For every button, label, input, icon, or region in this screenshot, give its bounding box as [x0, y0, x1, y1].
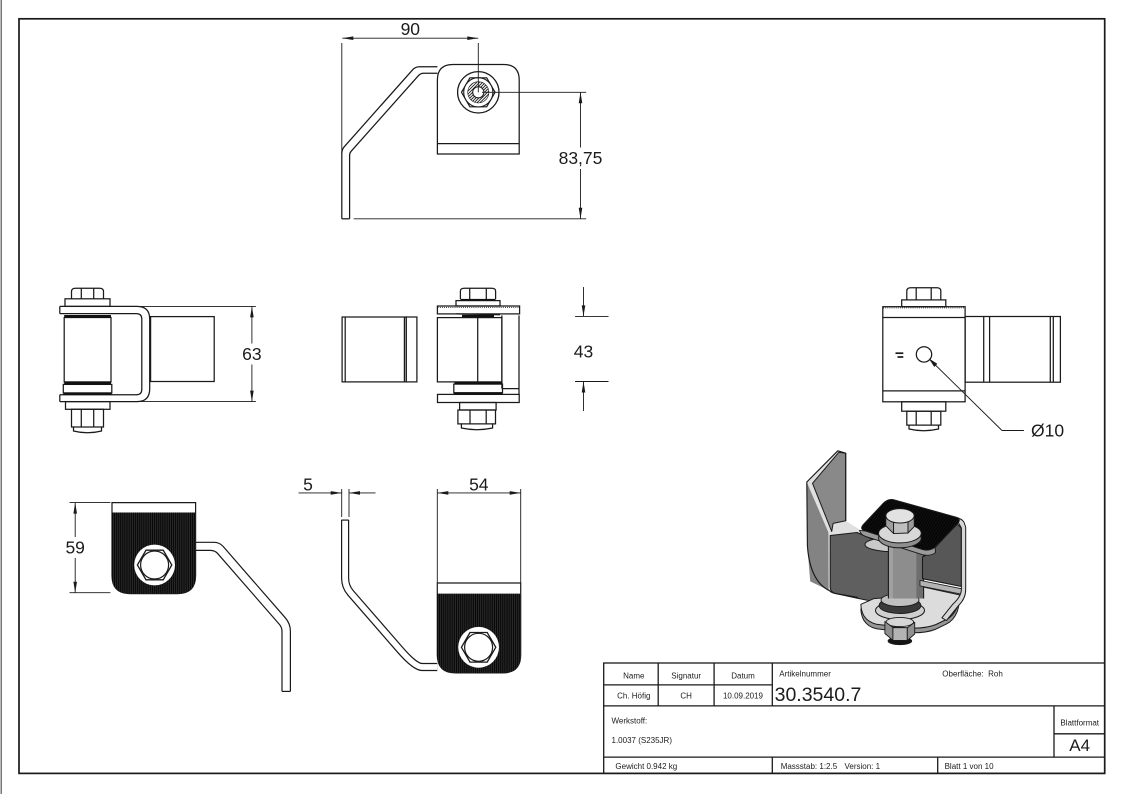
svg-text:10.09.2019: 10.09.2019 [723, 692, 764, 701]
svg-text:54: 54 [469, 475, 489, 495]
svg-text:59: 59 [65, 538, 84, 558]
svg-text:63: 63 [242, 344, 261, 364]
svg-text:CH: CH [680, 692, 692, 701]
svg-text:83,75: 83,75 [559, 148, 603, 168]
svg-text:Gewicht 0.942 kg: Gewicht 0.942 kg [615, 762, 677, 771]
svg-text:5: 5 [303, 475, 313, 495]
svg-text:Blattformat: Blattformat [1060, 718, 1099, 727]
svg-text:Massstab: 1:2.5: Massstab: 1:2.5 [781, 762, 838, 771]
svg-text:Name: Name [623, 671, 645, 680]
svg-text:Ø10: Ø10 [1031, 421, 1064, 441]
svg-text:90: 90 [401, 19, 421, 39]
svg-text:Blatt 1 von 10: Blatt 1 von 10 [945, 762, 994, 771]
svg-text:43: 43 [574, 342, 593, 362]
svg-text:Datum: Datum [731, 671, 755, 680]
svg-text:30.3540.7: 30.3540.7 [775, 684, 862, 706]
svg-text:Werkstoff:: Werkstoff: [612, 717, 648, 726]
svg-text:Oberfläche: Roh: Oberfläche: Roh [942, 669, 1002, 678]
svg-text:Ch. Höfig: Ch. Höfig [617, 692, 650, 701]
svg-text:1.0037 (S235JR): 1.0037 (S235JR) [612, 736, 673, 745]
svg-text:Artikelnummer: Artikelnummer [779, 669, 831, 678]
svg-text:A4: A4 [1069, 736, 1090, 755]
svg-text:Signatur: Signatur [671, 671, 701, 680]
svg-text:Version: 1: Version: 1 [845, 762, 881, 771]
